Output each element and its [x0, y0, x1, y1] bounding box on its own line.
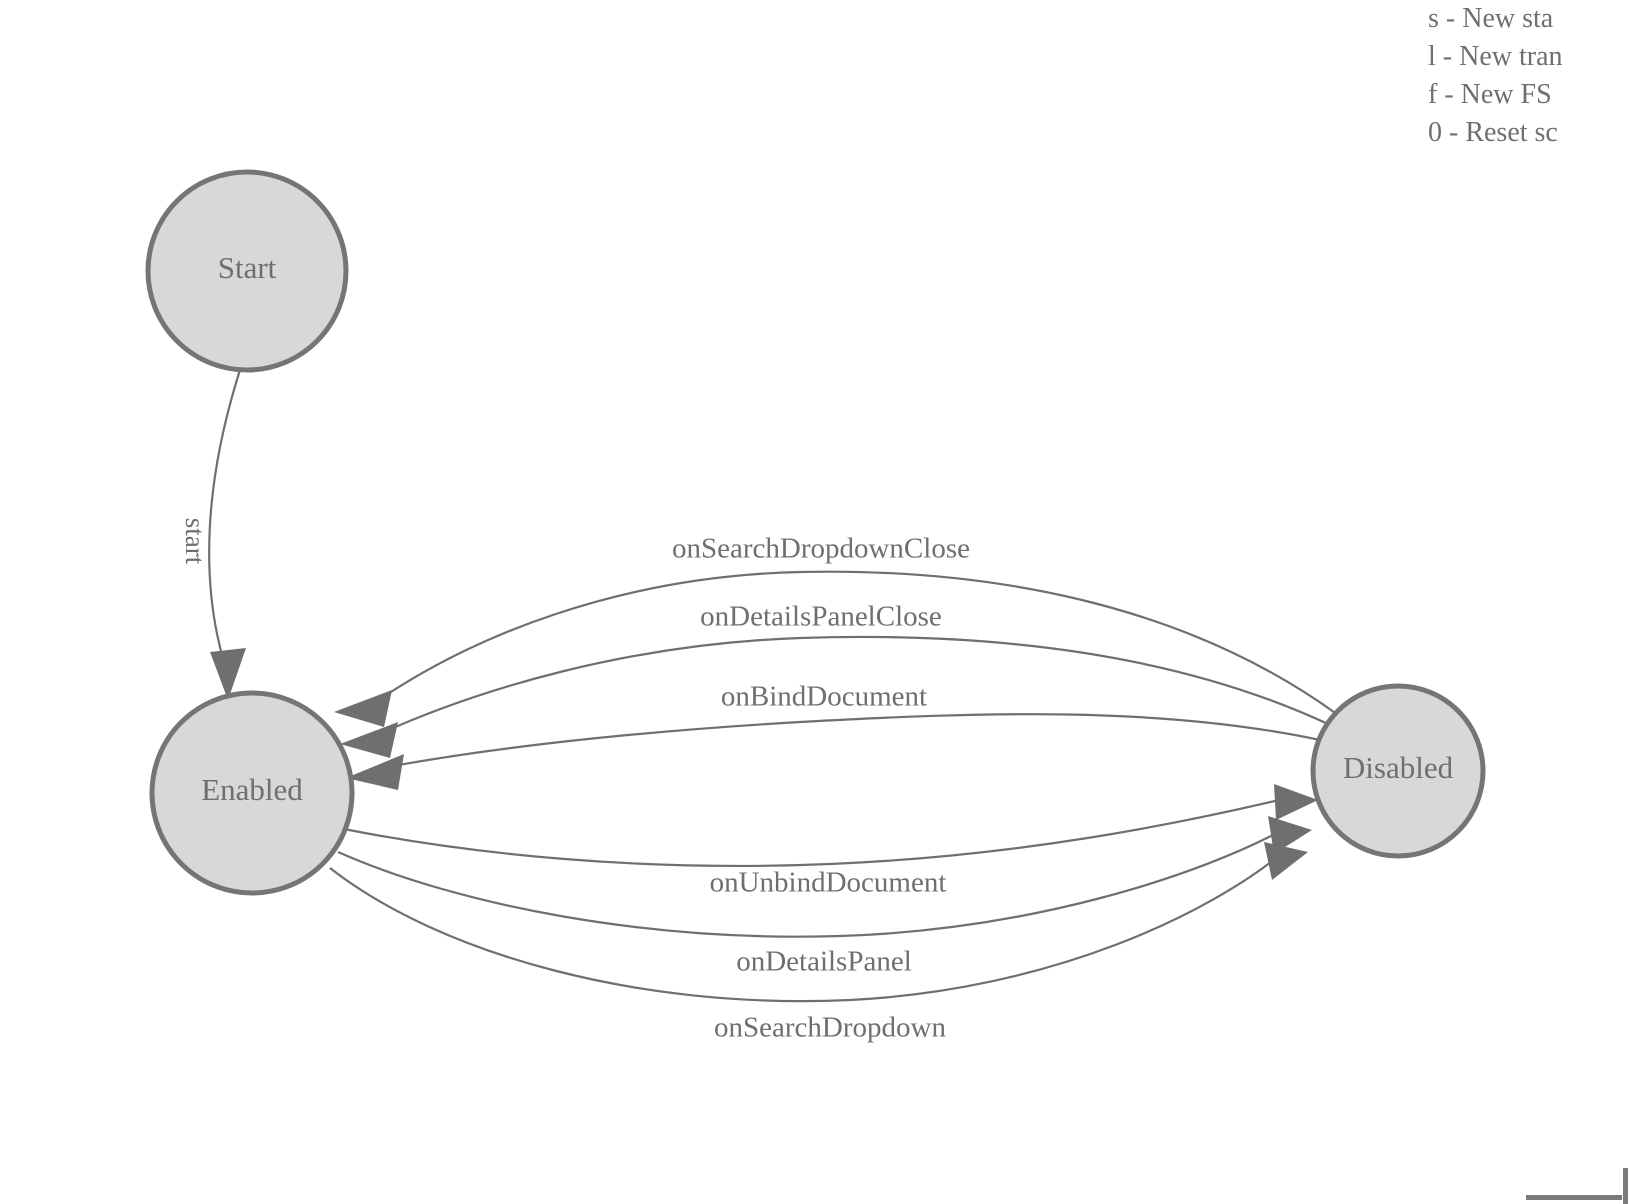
transition-on-search-dropdown-close-arrowhead — [334, 690, 392, 727]
transition-on-details-panel-close[interactable]: onDetailsPanelClose — [340, 601, 1331, 758]
state-node-disabled-circle[interactable] — [1310, 683, 1486, 859]
transition-on-unbind-document-path[interactable] — [343, 794, 1297, 868]
transition-on-unbind-document[interactable]: onUnbindDocument — [343, 784, 1318, 899]
state-node-enabled-circle[interactable] — [149, 690, 355, 896]
state-node-start-label: Start — [218, 250, 277, 285]
transition-on-details-panel-arrowhead — [1268, 816, 1312, 854]
transition-on-details-panel-path[interactable] — [337, 825, 1291, 938]
state-node-start[interactable]: Start — [145, 169, 349, 373]
transition-on-search-dropdown-arrowhead — [1264, 842, 1308, 880]
transition-on-unbind-document-arrowhead — [1274, 784, 1318, 820]
transition-on-bind-document-arrowhead — [346, 754, 404, 790]
state-node-disabled[interactable]: Disabled — [1310, 683, 1486, 859]
transition-start-path[interactable] — [208, 369, 242, 663]
transition-start-label: start — [180, 518, 210, 565]
transition-on-search-dropdown-path[interactable] — [329, 849, 1287, 1003]
transition-start-arrowhead — [210, 648, 246, 700]
transition-start[interactable]: start — [180, 369, 246, 700]
transition-on-search-dropdown-label: onSearchDropdown — [714, 1012, 946, 1044]
transition-on-search-dropdown[interactable]: onSearchDropdown — [329, 842, 1308, 1044]
transition-on-bind-document[interactable]: onBindDocument — [346, 681, 1321, 790]
state-node-start-circle[interactable] — [145, 169, 349, 373]
transition-on-details-panel-label: onDetailsPanel — [736, 946, 912, 978]
transition-on-search-dropdown-close-label: onSearchDropdownClose — [672, 533, 970, 565]
transition-on-bind-document-label: onBindDocument — [721, 681, 927, 713]
transition-on-details-panel-close-label: onDetailsPanelClose — [700, 601, 942, 633]
transition-on-bind-document-path[interactable] — [381, 713, 1321, 770]
transition-on-unbind-document-label: onUnbindDocument — [710, 867, 947, 899]
state-node-disabled-label: Disabled — [1343, 750, 1454, 785]
transition-on-details-panel-close-path[interactable] — [374, 635, 1331, 738]
state-node-enabled[interactable]: Enabled — [149, 690, 355, 896]
state-node-enabled-label: Enabled — [201, 772, 303, 807]
transition-on-details-panel[interactable]: onDetailsPanel — [337, 816, 1312, 978]
transition-on-search-dropdown-close[interactable]: onSearchDropdownClose — [334, 533, 1339, 727]
transition-on-details-panel-close-arrowhead — [340, 722, 398, 758]
transition-on-search-dropdown-close-path[interactable] — [369, 570, 1339, 716]
